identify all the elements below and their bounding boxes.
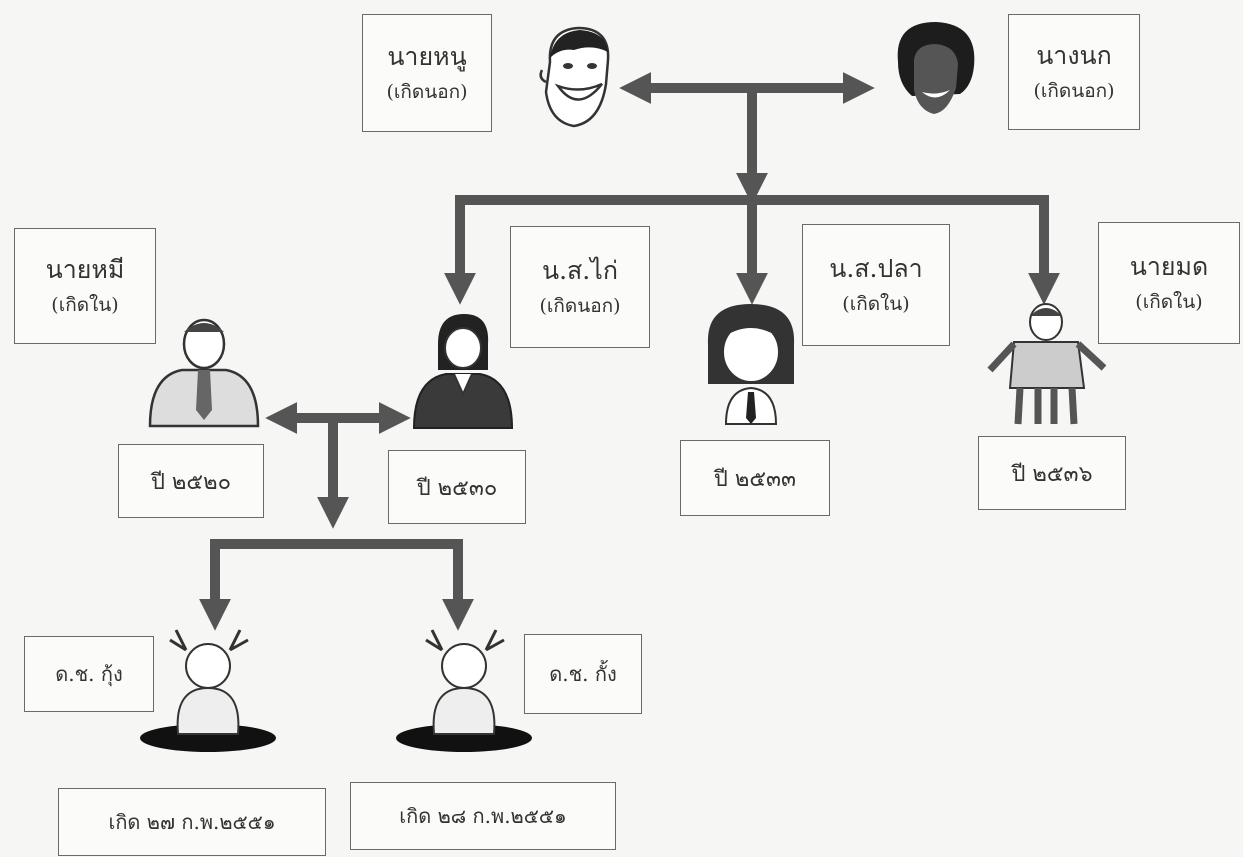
boy-figure-icon (987, 303, 1107, 425)
daughter1-note: (เกิดนอก) (539, 294, 621, 317)
child2-birth-box: เกิด ๒๘ ก.พ.๒๕๕๑ (350, 782, 616, 850)
husband-name: นายหมี (45, 254, 125, 284)
woman-face-icon (897, 22, 975, 114)
man-face-icon (539, 26, 610, 128)
daughter1-year-box: ปี ๒๕๓๐ (388, 450, 526, 524)
husband-year: ปี ๒๕๒๐ (150, 469, 232, 495)
grandfather-name-box: นายหนู (เกิดนอก) (362, 14, 492, 132)
daughter2-name-box: น.ส.ปลา (เกิดใน) (802, 224, 950, 346)
daughter1-year: ปี ๒๕๓๐ (416, 475, 498, 501)
husband-name-box: นายหมี (เกิดใน) (14, 228, 156, 344)
child2-birth: เกิด ๒๘ ก.พ.๒๕๕๑ (399, 804, 567, 828)
daughter2-year-box: ปี ๒๕๓๓ (680, 440, 830, 516)
son-name: นายมด (1129, 251, 1209, 281)
woman-figure-icon (412, 314, 514, 429)
husband-year-box: ปี ๒๕๒๐ (118, 444, 264, 518)
child1-birth: เกิด ๒๗ ก.พ.๒๕๕๑ (108, 810, 276, 834)
son-year: ปี ๒๕๓๖ (1011, 461, 1093, 487)
child1-name: ด.ช. กุ้ง (55, 662, 123, 686)
girl-figure-icon (707, 304, 795, 425)
son-name-box: นายมด (เกิดใน) (1098, 222, 1240, 344)
daughter1-name-box: น.ส.ไก่ (เกิดนอก) (510, 226, 650, 348)
daughter2-name: น.ส.ปลา (829, 253, 923, 283)
grandfather-name: นายหนู (387, 41, 467, 71)
baby-reindeer-icon (140, 629, 276, 752)
grandmother-name: นางนก (1036, 40, 1112, 70)
daughter2-year: ปี ๒๕๓๓ (713, 466, 797, 492)
grandmother-name-box: นางนก (เกิดนอก) (1008, 14, 1140, 130)
grandmother-note: (เกิดนอก) (1033, 79, 1115, 102)
daughter2-note: (เกิดใน) (842, 292, 910, 315)
daughter1-name: น.ส.ไก่ (542, 255, 618, 285)
grandfather-note: (เกิดนอก) (386, 80, 468, 103)
grandchildren-branch-line (198, 539, 475, 631)
child1-name-box: ด.ช. กุ้ง (24, 636, 154, 712)
husband-note: (เกิดใน) (51, 293, 119, 316)
child2-name-box: ด.ช. กั้ง (524, 634, 642, 714)
child1-birth-box: เกิด ๒๗ ก.พ.๒๕๕๑ (58, 788, 326, 856)
son-year-box: ปี ๒๕๓๖ (978, 436, 1126, 510)
baby-reindeer-icon (396, 629, 532, 752)
man-figure-icon (148, 318, 260, 428)
son-note: (เกิดใน) (1135, 290, 1203, 313)
child2-name: ด.ช. กั้ง (549, 662, 617, 686)
